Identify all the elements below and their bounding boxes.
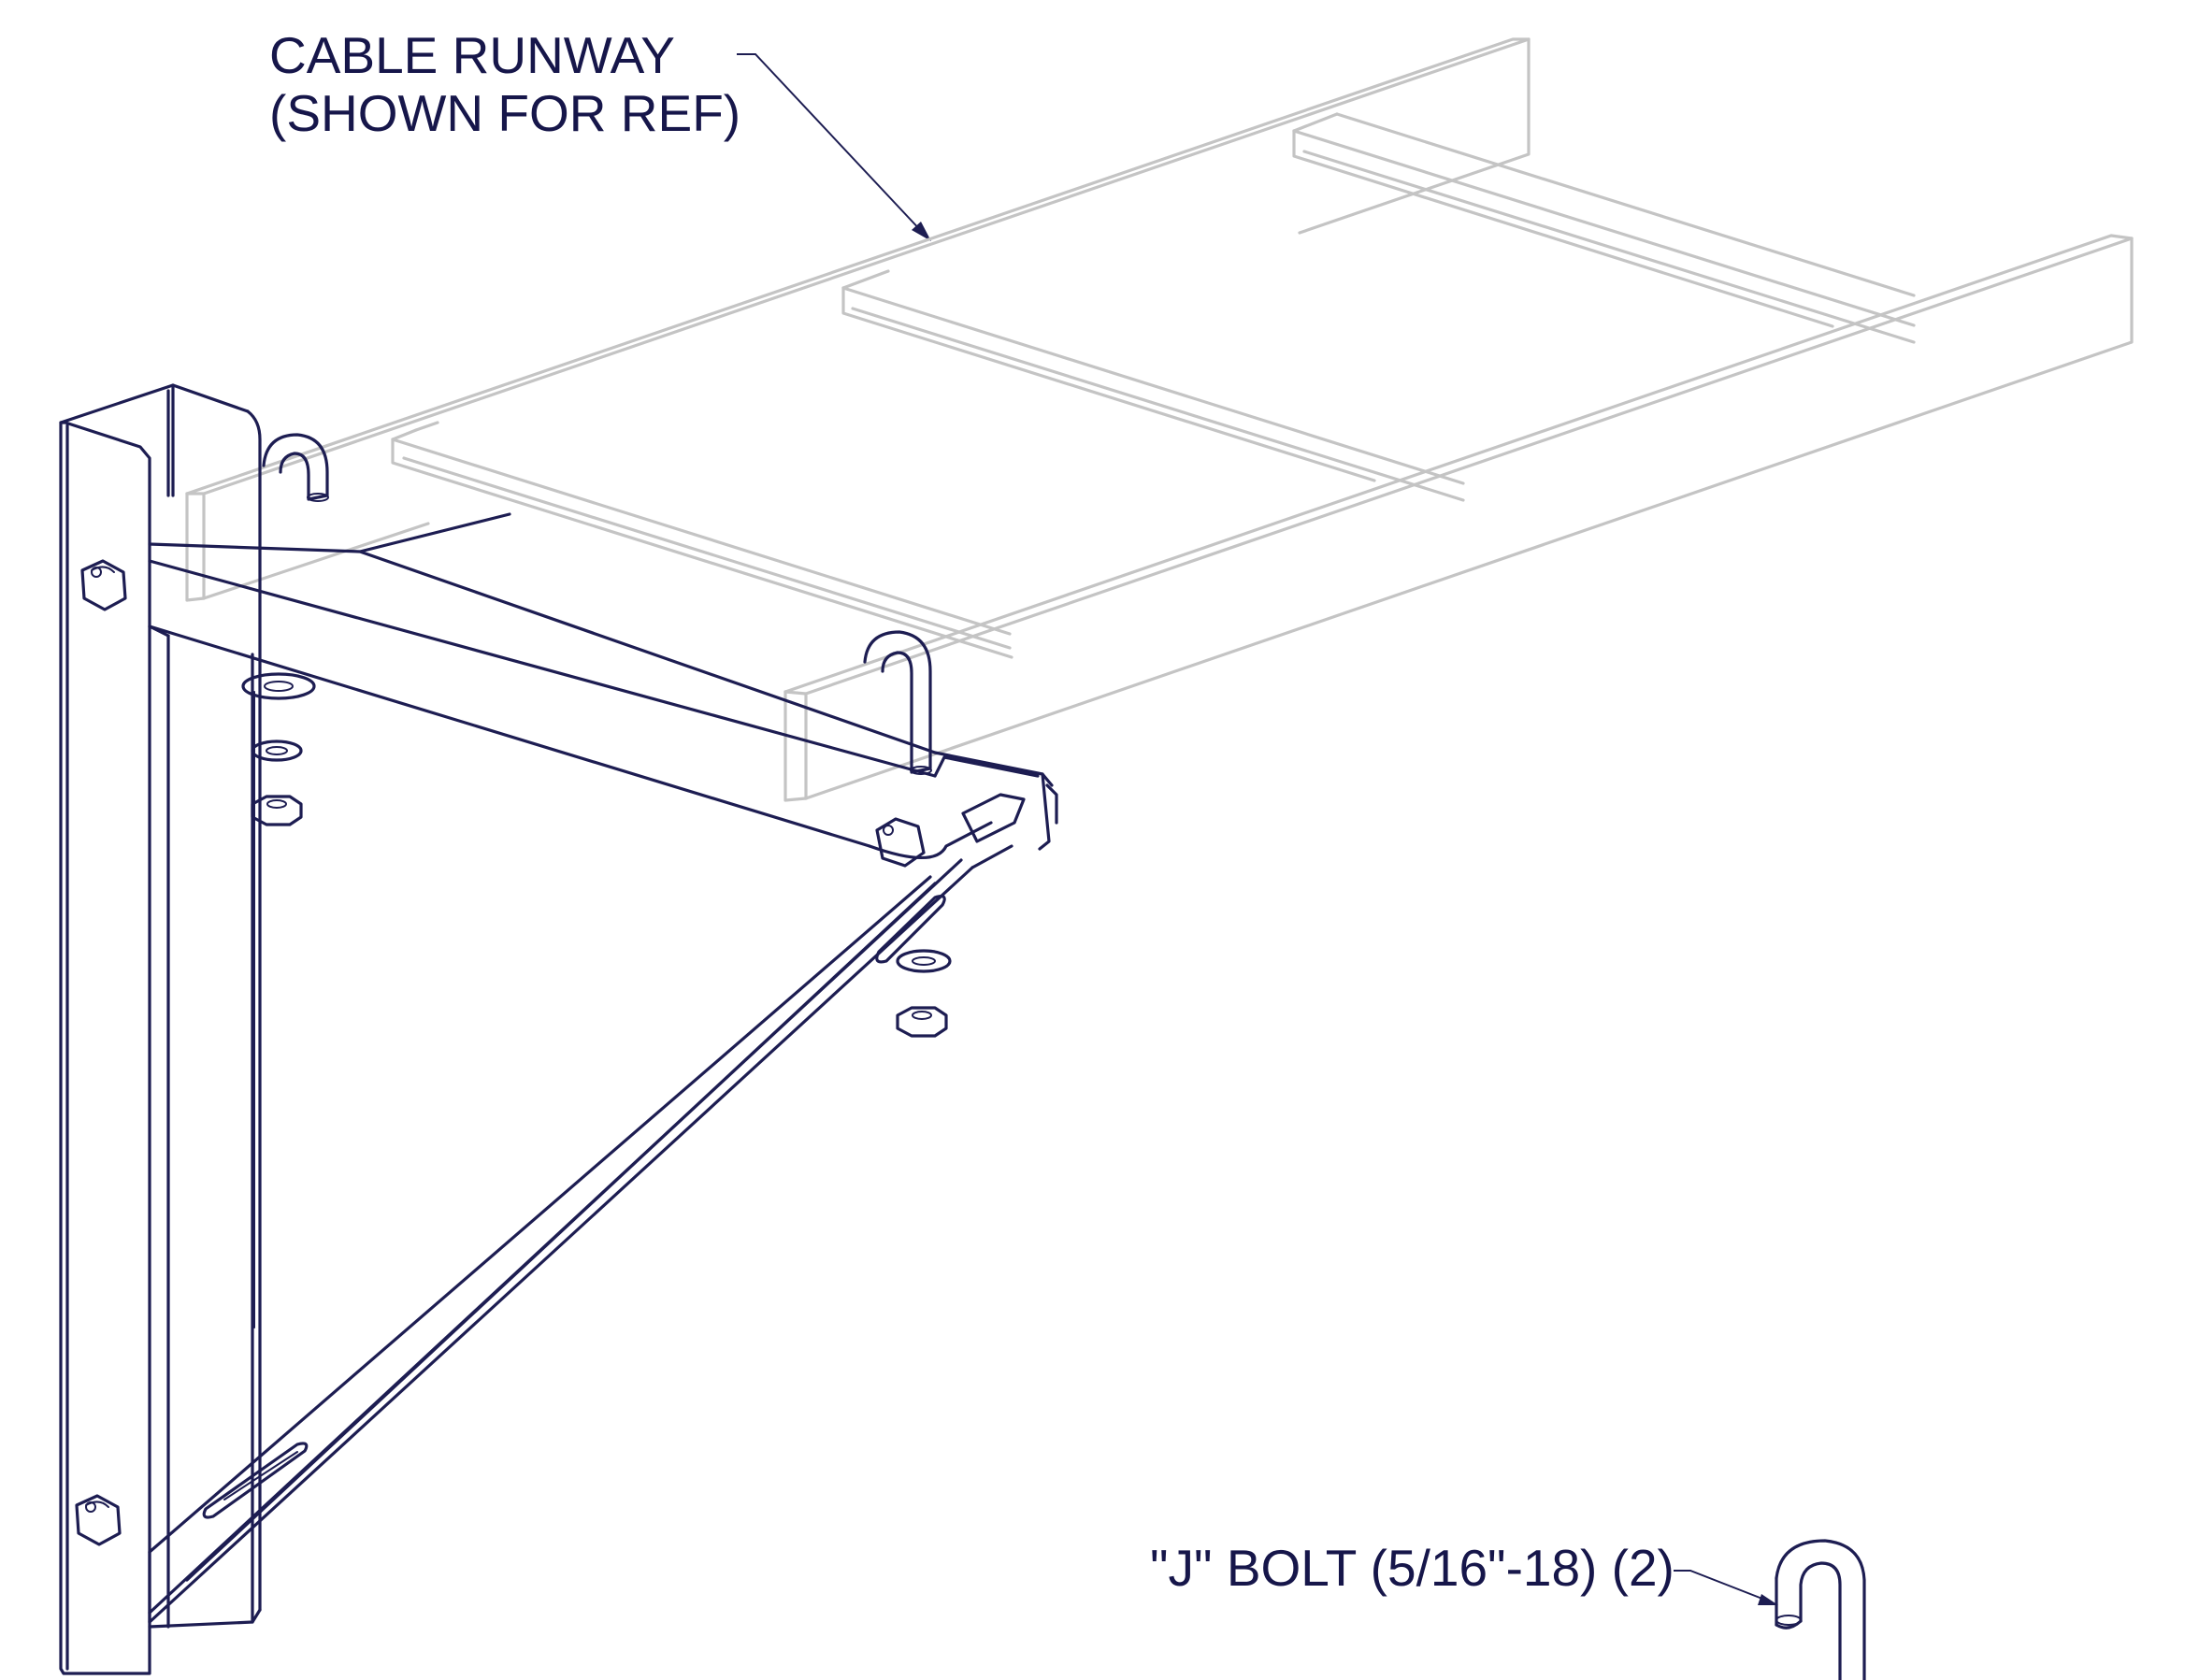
- lock-washer-right: [896, 949, 952, 973]
- washer-flat-left: [241, 672, 316, 700]
- j-bolt-label: "J" BOLT (5/16"-18) (2): [1150, 1539, 1674, 1597]
- support-arm: [148, 512, 1058, 860]
- runway-rung-3: [1292, 112, 1916, 344]
- j-bolt-mounted-right: [863, 630, 932, 775]
- wall-hex-bolt-lower: [75, 1494, 122, 1546]
- far-stringer: [185, 37, 1531, 602]
- hex-nut-right: [896, 1006, 948, 1038]
- j-bolt-detail: [1775, 1539, 1866, 1680]
- cable-runway-reference: [185, 37, 2134, 802]
- lock-washer-left: [251, 739, 303, 762]
- near-stringer: [783, 234, 2134, 802]
- hex-nut-left: [251, 795, 303, 826]
- runway-rung-1: [391, 421, 1013, 659]
- wall-channel: [59, 383, 262, 1675]
- brace-slot-upper: [875, 895, 946, 964]
- cable-runway-label-line-1: CABLE RUNWAY: [269, 26, 675, 84]
- cable-runway-leader: [737, 53, 931, 241]
- cable-runway-label-line-2: (SHOWN FOR REF): [269, 84, 740, 142]
- brace-slot-lower: [202, 1442, 309, 1519]
- diagonal-brace: [148, 844, 1013, 1624]
- j-bolt-mounted-left: [262, 433, 329, 502]
- j-bolt-leader: [1674, 1570, 1778, 1605]
- runway-rung-2: [841, 269, 1465, 502]
- wall-hex-bolt-upper: [80, 559, 127, 611]
- arm-hex-bolt: [875, 817, 926, 868]
